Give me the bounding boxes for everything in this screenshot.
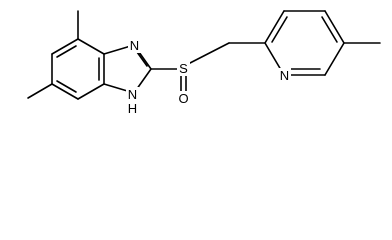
double-bond-p1-p2 xyxy=(271,16,288,43)
double-bond-n-c2im xyxy=(136,51,148,67)
bond-c3-c4 xyxy=(77,83,105,100)
double-bond-c6-c1 xyxy=(56,45,77,58)
n-pyridine-label: N xyxy=(280,68,289,83)
n-imidazole-top-label: N xyxy=(130,38,139,53)
n-imidazole-nh-label: N xyxy=(128,87,137,102)
double-bond-c4-c5 xyxy=(56,80,77,93)
bond-c4-c5 xyxy=(51,83,79,100)
imidazole-ring xyxy=(103,44,152,94)
methyl-bond-left xyxy=(27,83,53,99)
double-bond-p3-p4 xyxy=(321,16,338,43)
atom-label-nh-imidazole: N H xyxy=(126,87,139,116)
bond-c1-c2 xyxy=(77,38,105,55)
structure-diagram: N N H S O N xyxy=(27,10,381,116)
bond-p4-p5 xyxy=(324,42,345,76)
oxygen-label: O xyxy=(178,91,188,106)
atom-label-sulfur: S xyxy=(177,61,190,76)
sulfur-label: S xyxy=(179,61,188,76)
atom-label-n-imidazole: N xyxy=(128,38,141,53)
pyridine-ring xyxy=(264,10,345,76)
atom-label-n-pyridine: N xyxy=(278,68,291,83)
bond-s-ch2 xyxy=(189,42,230,64)
h-imidazole-nh-label: H xyxy=(128,101,137,116)
atom-label-oxygen: O xyxy=(177,91,190,106)
bond-p1-p2 xyxy=(264,10,285,44)
bond-c6-c1 xyxy=(51,38,79,55)
bond-p3-p4 xyxy=(324,10,345,44)
benzene-ring xyxy=(51,38,105,100)
